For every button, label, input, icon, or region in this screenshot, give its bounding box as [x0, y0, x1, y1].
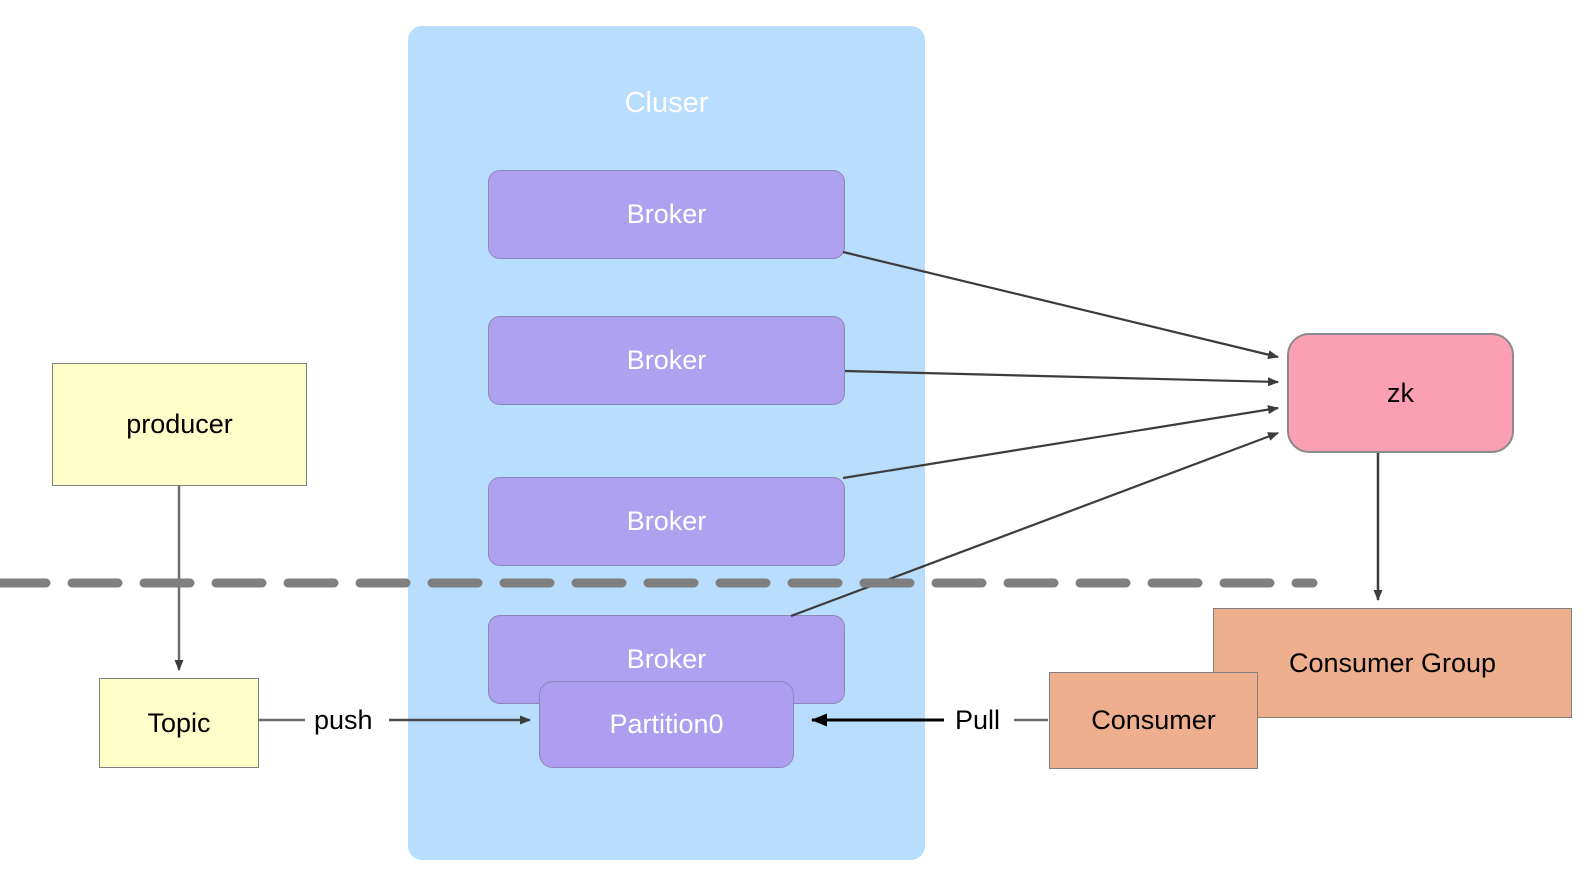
partition-box[interactable]: Partition0	[539, 681, 794, 768]
zookeeper-box[interactable]: zk	[1287, 333, 1514, 453]
broker-label: Broker	[626, 345, 707, 375]
broker-label: Broker	[626, 199, 707, 229]
partition-label: Partition0	[609, 709, 724, 739]
topic-label: Topic	[147, 707, 211, 738]
consumer-label: Consumer	[1091, 705, 1216, 735]
broker-box-3[interactable]: Broker	[488, 477, 845, 566]
broker-box-1[interactable]: Broker	[488, 170, 845, 259]
push-label: push	[308, 705, 379, 735]
consumer-box[interactable]: Consumer	[1049, 672, 1258, 769]
broker-label: Broker	[626, 506, 707, 536]
pull-label: Pull	[949, 705, 1007, 735]
broker-label: Broker	[626, 644, 707, 674]
producer-box[interactable]: producer	[52, 363, 307, 486]
broker-box-2[interactable]: Broker	[488, 316, 845, 405]
zookeeper-label: zk	[1387, 377, 1414, 408]
producer-label: producer	[126, 409, 233, 439]
consumer-group-box[interactable]: Consumer Group	[1213, 608, 1572, 718]
cluster-label: Cluser	[624, 87, 709, 119]
topic-box[interactable]: Topic	[99, 678, 259, 768]
consumer-group-label: Consumer Group	[1288, 647, 1497, 678]
